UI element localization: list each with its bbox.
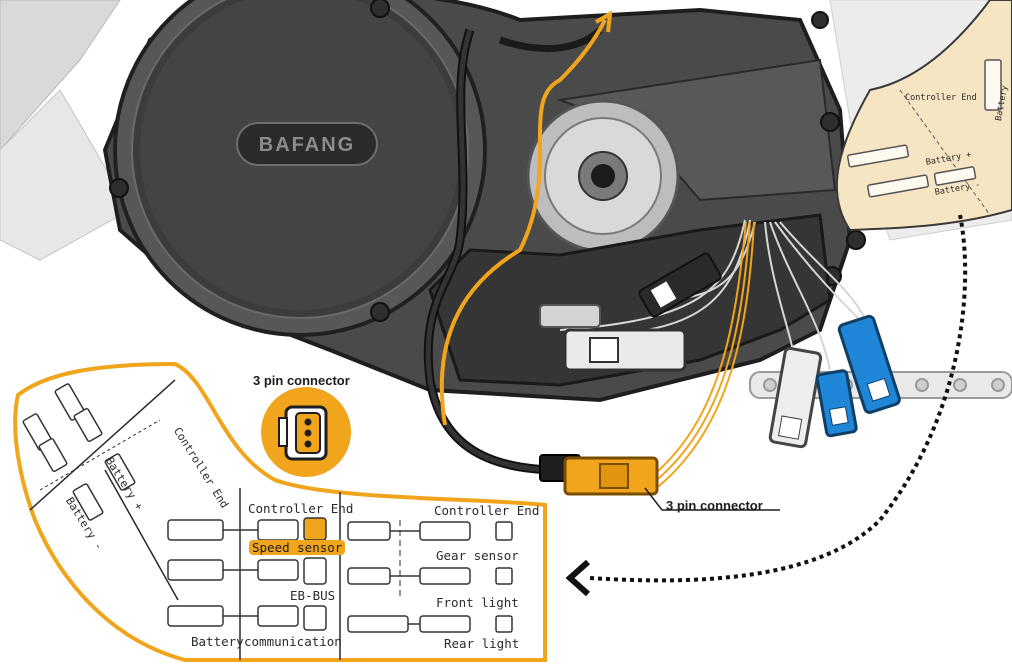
speed-sensor-label: Speed sensor — [249, 540, 346, 555]
battery-label: Battery — [191, 634, 244, 649]
front-light-label: Front light — [436, 595, 519, 610]
motor-housing: BAFANG — [102, 0, 866, 403]
three-pin-connector-label-right: 3 pin connector — [666, 498, 763, 513]
controller-end-right-label: Controller End — [434, 503, 540, 518]
communication-label: communication — [244, 634, 342, 649]
dashed-arrow — [565, 214, 968, 597]
top-panel-controller-end: Controller End — [905, 93, 977, 103]
three-pin-connector-label-top: 3 pin connector — [253, 373, 350, 388]
logo-text: BAFANG — [259, 134, 355, 156]
bottom-left-panel — [13, 361, 547, 662]
three-pin-connector-right — [539, 454, 780, 511]
controller-end-mid-label: Controller End — [248, 501, 354, 516]
top-right-panel — [835, 0, 1012, 232]
eb-bus-label: EB-BUS — [290, 588, 336, 603]
internal-wires — [423, 10, 871, 491]
three-pin-connector-callout — [261, 387, 351, 477]
motor-connectors — [539, 252, 901, 449]
gear-sensor-label: Gear sensor — [436, 548, 519, 563]
rear-light-label: Rear light — [444, 636, 520, 651]
bafang-logo — [236, 122, 378, 166]
